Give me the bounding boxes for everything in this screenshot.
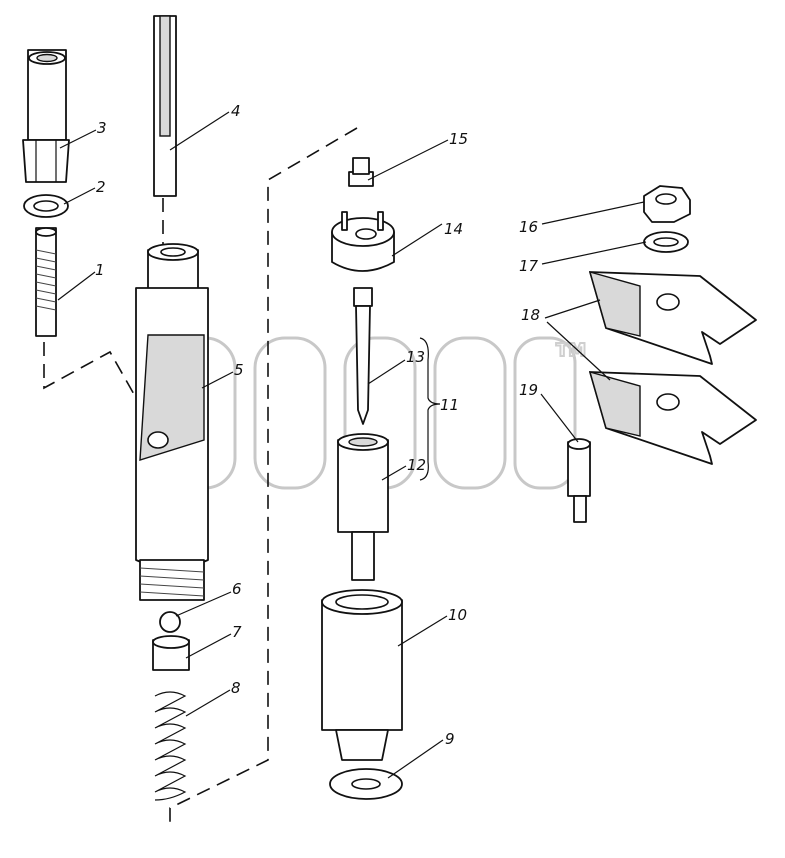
callout-7: 7 xyxy=(232,623,242,641)
callout-4: 4 xyxy=(231,102,241,120)
callout-11: 11 xyxy=(440,396,459,414)
watermark-tm: TM xyxy=(556,340,586,361)
part-1-pin xyxy=(35,227,57,337)
callout-15: 15 xyxy=(449,130,468,148)
part-17-washer xyxy=(643,231,689,253)
callout-19: 19 xyxy=(519,381,538,399)
callout-12: 12 xyxy=(407,456,426,474)
part-18-fork-upper xyxy=(588,270,757,365)
part-5-body xyxy=(135,243,209,601)
callout-18: 18 xyxy=(521,306,540,324)
callout-17: 17 xyxy=(519,257,539,275)
part-3-nut xyxy=(22,49,70,183)
part-14-plate xyxy=(331,211,395,272)
part-19-stud xyxy=(567,438,591,523)
callout-3: 3 xyxy=(97,119,107,137)
callout-1: 1 xyxy=(95,261,105,279)
callout-6: 6 xyxy=(232,580,242,598)
callout-13: 13 xyxy=(406,348,425,366)
callout-2: 2 xyxy=(96,178,106,196)
part-9-washer xyxy=(329,768,403,800)
part-2-washer xyxy=(23,194,69,218)
part-16-hex-nut xyxy=(643,185,691,223)
callout-14: 14 xyxy=(444,220,463,238)
part-4-rod xyxy=(153,15,177,197)
part-7-seat xyxy=(152,635,190,671)
bracket-11 xyxy=(419,337,441,481)
callout-8: 8 xyxy=(231,679,241,697)
leader-lines xyxy=(57,111,647,779)
part-15-small-nut xyxy=(348,157,374,187)
part-18-fork-lower xyxy=(588,370,757,465)
callout-10: 10 xyxy=(448,606,467,624)
callout-16: 16 xyxy=(519,218,538,236)
part-8-spring xyxy=(154,691,187,801)
assembly-lines xyxy=(43,127,358,828)
part-13-needle xyxy=(353,287,373,425)
callout-5: 5 xyxy=(234,361,244,379)
callout-labels: 1 2 3 4 5 6 7 8 9 10 11 12 13 14 15 16 1… xyxy=(95,102,540,748)
part-12-nozzle xyxy=(337,433,389,581)
part-10-cap-nut xyxy=(321,589,403,761)
part-6-ball xyxy=(159,611,181,633)
callout-9: 9 xyxy=(445,730,455,748)
